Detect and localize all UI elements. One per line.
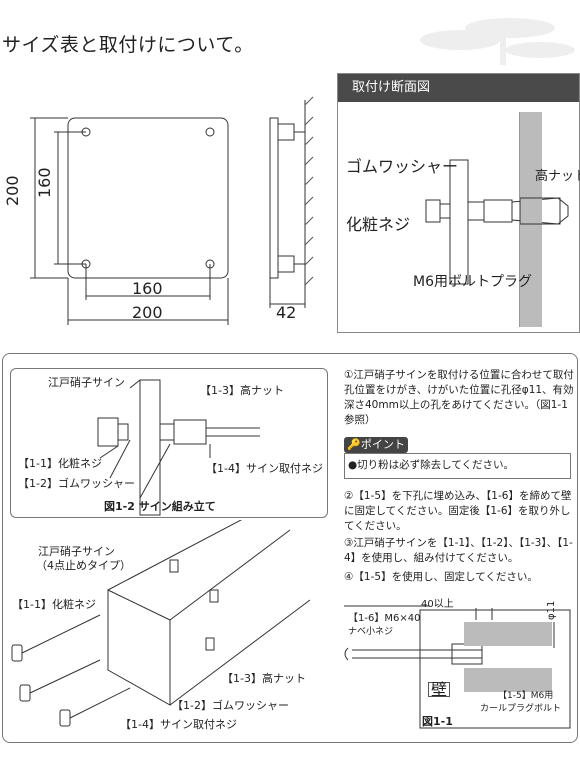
exp-washer-label: 【1-2】ゴムワッシャー	[172, 699, 289, 712]
pine-tree-watermark	[420, 18, 575, 65]
page-title: サイズ表と取付けについて。	[2, 34, 254, 56]
section-panel-title: 取付け断面図	[338, 74, 579, 102]
exp-sign-line2: （4点止めタイプ）	[36, 559, 131, 572]
assembly-figure	[10, 368, 328, 518]
size-diagram	[30, 96, 314, 325]
fig11-bolt-line1: 【1-5】M6用	[498, 691, 554, 701]
fig11-caption: 図1-1	[422, 715, 453, 728]
section-panel: 取付け断面図	[337, 73, 580, 333]
asm-cap-screw-label: 【1-1】化粧ネジ	[18, 457, 102, 470]
asm-sign-label: 江戸硝子サイン	[48, 376, 125, 389]
section-drawing	[425, 112, 569, 327]
hole-height-label: 160	[35, 167, 54, 198]
exp-tall-nut-label: 【1-3】高ナット	[222, 672, 306, 685]
instruction-step1: ①江戸硝子サインを取付ける位置に合わせて取付孔位置をけがき、けがいた位置に孔径φ…	[344, 369, 574, 426]
fig11-screw-sub: ナベ小ネジ	[348, 627, 394, 637]
anchor-label: M6用ボルトプラグ	[413, 274, 532, 290]
fig11-drawing	[344, 605, 571, 729]
fig11-wall-label: 壁	[428, 682, 451, 698]
fig11-dia-label: φ11	[546, 600, 557, 620]
exp-sign-line1: 江戸硝子サイン	[38, 545, 115, 558]
depth-label: 42	[276, 303, 297, 322]
asm-washer-label: 【1-2】ゴムワッシャー	[18, 477, 135, 490]
point-badge: 🔑ポイント	[344, 437, 408, 453]
rubber-washer-label: ゴムワッシャー	[346, 157, 459, 176]
asm-tall-nut-label: 【1-3】高ナット	[200, 384, 284, 397]
instruction-step2: ②【1-5】を下孔に埋め込み、【1-6】を締めて壁に固定してください。固定後【1…	[344, 490, 572, 532]
instruction-step3: ③江戸硝子サインを【1-1】、【1-2】、【1-3】、【1-4】を使用し、組み付…	[344, 537, 573, 564]
asm-mount-screw-label: 【1-4】サイン取付ネジ	[206, 462, 323, 475]
exp-mount-screw-label: 【1-4】サイン取付ネジ	[120, 718, 237, 731]
exp-cap-screw-label: 【1-1】化粧ネジ	[12, 598, 96, 611]
exploded-drawing	[11, 520, 311, 727]
outer-width-label: 200	[132, 303, 163, 322]
point-box	[344, 453, 571, 479]
installation-section	[2, 353, 578, 743]
point-text: ●切り粉は必ず除去してください。	[348, 459, 515, 471]
fig11-bolt-line2: カールプラグボルト	[480, 704, 562, 714]
cap-screw-label: 化粧ネジ	[346, 215, 411, 234]
tall-nut-label: 高ナット	[535, 169, 580, 184]
fig11-screw-label: 【1-6】M6×40	[348, 613, 421, 624]
fig11-depth-label: 40以上	[421, 599, 454, 610]
asm-caption: 図1-2 サイン組み立て	[104, 500, 216, 513]
key-icon: 🔑	[347, 438, 361, 451]
instruction-step4: ④【1-5】を使用し、固定してください。	[344, 571, 538, 583]
outer-height-label: 200	[3, 175, 22, 206]
hole-width-label: 160	[132, 279, 163, 298]
assembly-drawing	[97, 379, 260, 516]
